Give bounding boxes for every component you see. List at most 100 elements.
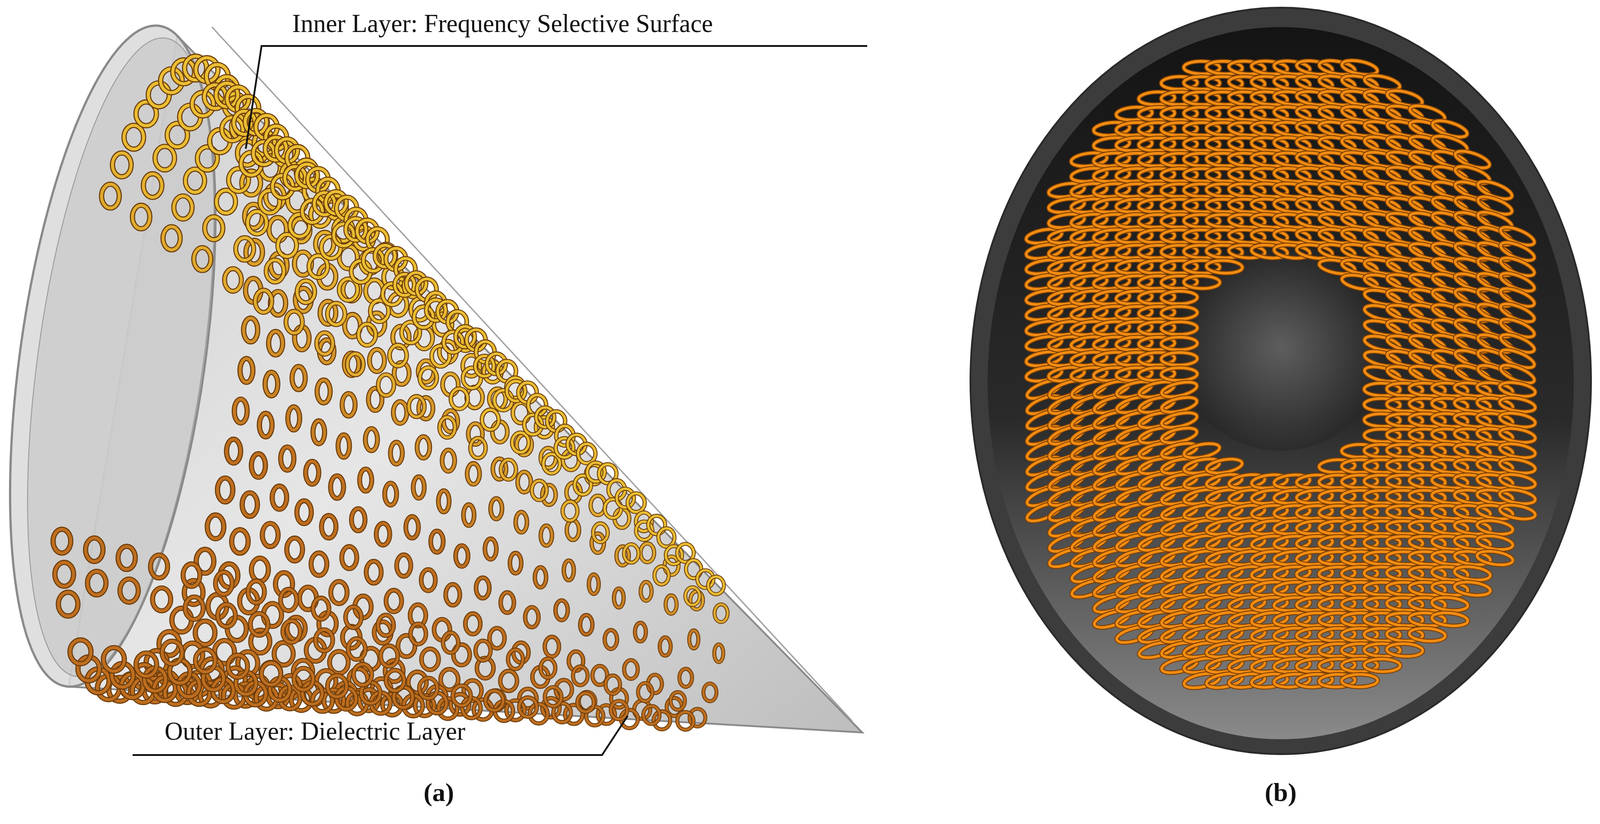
ring-element	[1205, 456, 1244, 476]
ring-element	[266, 260, 284, 283]
ring-element	[292, 366, 306, 390]
ring-element	[421, 569, 436, 591]
ring-element	[173, 196, 193, 220]
ring-element	[231, 529, 249, 554]
ring-element	[445, 584, 460, 606]
ring-element	[442, 633, 459, 653]
ring-element	[216, 190, 236, 214]
ring-element	[193, 247, 212, 271]
ring-element	[132, 205, 151, 229]
ring-element	[703, 683, 717, 702]
ring-element	[297, 280, 315, 304]
ring-element	[366, 561, 382, 584]
ring-element	[390, 442, 403, 465]
ring-element	[195, 649, 216, 672]
ring-element	[316, 332, 333, 355]
ring-element	[341, 546, 357, 569]
ring-element	[450, 388, 468, 410]
ring-element	[1205, 456, 1244, 476]
ring-element	[580, 615, 593, 635]
ring-element	[112, 152, 131, 177]
ring-element	[389, 344, 407, 366]
ring-element	[578, 444, 596, 464]
cone-side-view	[0, 13, 863, 733]
ring-element	[315, 629, 333, 652]
ring-element	[482, 409, 499, 430]
ring-element	[217, 478, 233, 503]
ring-element	[377, 615, 394, 636]
ring-element	[58, 592, 78, 617]
ring-element	[150, 555, 168, 579]
ring-element	[384, 483, 397, 506]
ring-element	[327, 675, 347, 698]
ring-element	[580, 615, 593, 635]
ring-element	[531, 480, 547, 501]
ring-element	[204, 216, 223, 240]
ring-element	[643, 706, 660, 725]
ring-element	[143, 174, 162, 198]
ring-element	[277, 234, 297, 257]
ring-element	[359, 468, 373, 492]
ring-element	[421, 649, 439, 671]
ring-element	[452, 685, 471, 706]
ring-element	[262, 523, 279, 547]
ring-element	[369, 349, 385, 372]
ring-element	[124, 125, 144, 150]
ring-element	[634, 623, 646, 642]
ring-element	[679, 669, 693, 688]
ring-element	[654, 566, 669, 585]
ring-element	[185, 597, 204, 620]
ring-element	[136, 653, 157, 677]
ring-element	[162, 226, 180, 250]
ring-element	[132, 205, 151, 229]
ring-element	[390, 442, 403, 465]
ring-element	[272, 486, 287, 510]
ring-element	[321, 515, 336, 539]
ring-element	[234, 399, 248, 424]
ring-element	[577, 693, 594, 713]
ring-element	[193, 247, 212, 271]
ring-element	[482, 409, 499, 430]
ring-element	[421, 649, 439, 671]
ring-element	[342, 393, 356, 417]
ring-element	[566, 520, 580, 541]
ring-element	[445, 584, 460, 606]
ring-element	[148, 82, 170, 107]
ring-element	[413, 477, 424, 499]
ring-element	[475, 641, 491, 662]
ring-element	[508, 649, 524, 670]
ring-element	[348, 639, 366, 660]
ring-element	[353, 664, 372, 686]
ring-element	[305, 461, 319, 485]
ring-element	[87, 571, 106, 596]
ring-element	[242, 492, 258, 517]
ring-element	[501, 459, 516, 480]
ring-element	[563, 560, 574, 581]
ring-element	[1364, 658, 1401, 672]
ring-element	[500, 592, 514, 613]
ring-element	[573, 666, 588, 686]
ring-element	[345, 606, 362, 628]
ring-element	[272, 486, 287, 510]
ring-element	[1161, 321, 1198, 335]
ring-element	[312, 421, 325, 445]
ring-element	[386, 670, 405, 692]
ring-element	[510, 553, 522, 574]
ring-element	[543, 454, 561, 474]
ring-element	[408, 396, 425, 418]
ring-element	[183, 564, 200, 587]
ring-element	[519, 697, 537, 718]
ring-element	[259, 413, 272, 437]
ring-element	[419, 367, 437, 389]
ring-element	[614, 588, 624, 608]
ring-element	[376, 523, 390, 546]
inner-layer-rim	[0, 26, 248, 689]
ring-element	[58, 592, 78, 617]
ring-element	[500, 671, 517, 692]
ring-element	[152, 588, 171, 612]
ring-element	[616, 488, 635, 508]
ring-element	[311, 553, 327, 576]
ring-element	[679, 669, 693, 688]
ring-element	[430, 531, 444, 553]
ring-element	[287, 407, 300, 431]
